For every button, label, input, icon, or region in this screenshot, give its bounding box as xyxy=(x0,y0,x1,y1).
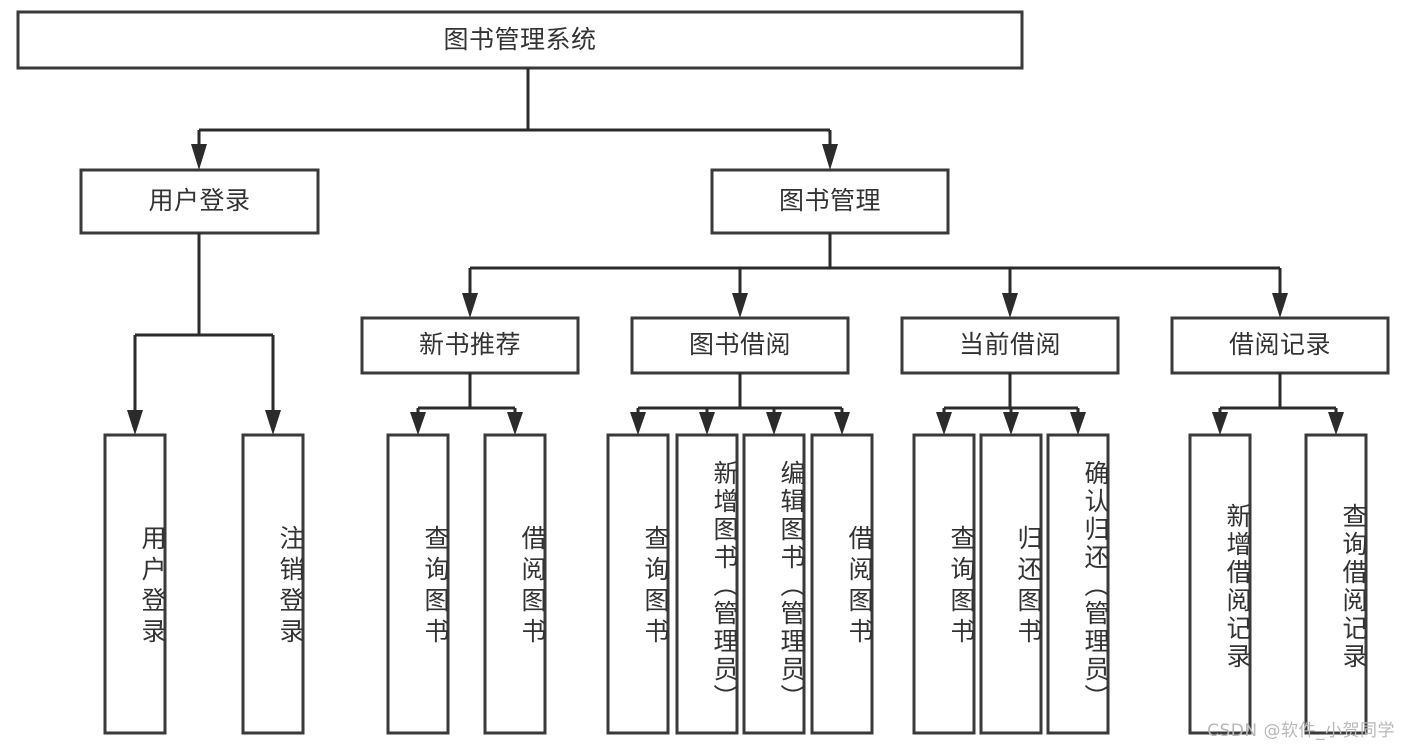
box-leaf-query-book-borrow[interactable] xyxy=(606,433,670,735)
box-leaf-query-borrow-record[interactable] xyxy=(1304,433,1368,735)
arrow-to-leaf-query-book-rec xyxy=(410,412,426,435)
arrow-to-book-manage xyxy=(822,144,838,170)
arrow-to-user-login xyxy=(191,144,207,170)
arrow-to-leaf-return-book xyxy=(1003,412,1019,435)
box-leaf-confirm-return-admin[interactable] xyxy=(1046,433,1110,735)
arrow-to-leaf-edit-book-admin xyxy=(766,412,782,435)
box-book-borrow[interactable] xyxy=(630,316,850,375)
box-root[interactable] xyxy=(16,10,1024,70)
csdn-watermark: CSDN @软件_小贺同学 xyxy=(1207,721,1395,741)
box-leaf-user-login[interactable] xyxy=(103,433,167,735)
arrow-to-book-borrow xyxy=(732,293,748,318)
arrow-to-leaf-confirm-return-admin xyxy=(1070,412,1086,435)
box-book-manage[interactable] xyxy=(710,168,950,235)
box-current-borrow[interactable] xyxy=(900,316,1120,375)
arrow-to-leaf-borrow-book-rec xyxy=(507,412,523,435)
arrow-to-current-borrow xyxy=(1002,293,1018,318)
box-leaf-add-book-admin[interactable] xyxy=(675,433,739,735)
arrow-to-leaf-borrow-book xyxy=(834,412,850,435)
arrow-to-leaf-query-book-current xyxy=(936,412,952,435)
box-leaf-query-book-rec[interactable] xyxy=(386,433,450,735)
box-leaf-edit-book-admin[interactable] xyxy=(742,433,806,735)
box-leaf-add-borrow-record[interactable] xyxy=(1188,433,1252,735)
box-leaf-return-book[interactable] xyxy=(979,433,1043,735)
arrow-to-leaf-query-book-borrow xyxy=(630,412,646,435)
arrow-to-leaf-user-logout xyxy=(265,410,281,435)
box-new-book-rec[interactable] xyxy=(360,316,580,375)
box-leaf-borrow-book-rec[interactable] xyxy=(483,433,547,735)
arrow-to-leaf-user-login xyxy=(127,410,143,435)
arrow-to-new-book-rec xyxy=(462,293,478,318)
arrow-to-leaf-add-borrow-record xyxy=(1212,412,1228,435)
arrow-to-leaf-query-borrow-record xyxy=(1328,412,1344,435)
arrow-to-borrow-record xyxy=(1272,293,1288,318)
box-user-login[interactable] xyxy=(79,168,320,235)
box-leaf-query-book-current[interactable] xyxy=(912,433,976,735)
arrow-to-leaf-add-book-admin xyxy=(699,412,715,435)
box-leaf-user-logout[interactable] xyxy=(241,433,305,735)
box-leaf-borrow-book[interactable] xyxy=(810,433,874,735)
box-borrow-record[interactable] xyxy=(1170,316,1390,375)
